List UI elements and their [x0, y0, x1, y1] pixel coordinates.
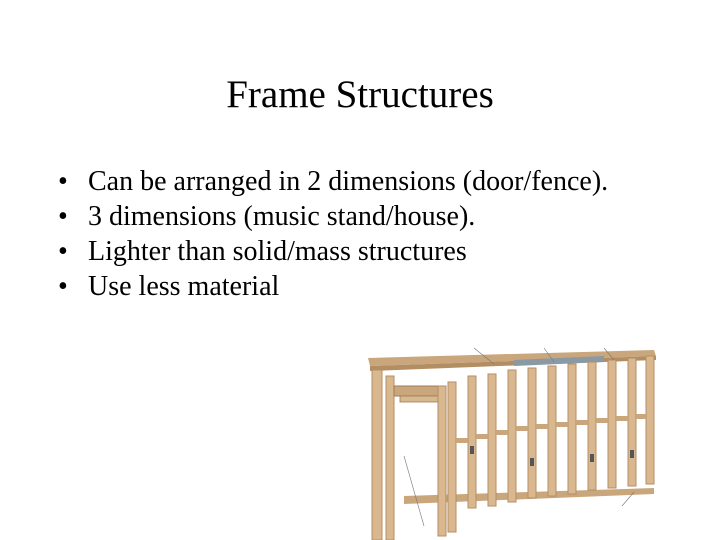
bullet-marker: •: [58, 166, 68, 197]
bullet-item: • Lighter than solid/mass structures: [58, 234, 698, 269]
bullet-item: • Use less material: [58, 269, 698, 304]
bullet-text: Use less material: [88, 271, 280, 302]
bullet-marker: •: [58, 236, 68, 267]
bullet-text: Lighter than solid/mass structures: [88, 236, 467, 267]
bullet-text: 3 dimensions (music stand/house).: [88, 201, 476, 232]
bullet-item: • Can be arranged in 2 dimensions (door/…: [58, 164, 698, 199]
wall-framing-diagram-icon: [364, 346, 660, 540]
slide-title: Frame Structures: [226, 73, 494, 116]
bullet-marker: •: [58, 271, 68, 302]
bullet-text: Can be arranged in 2 dimensions (door/fe…: [88, 166, 609, 197]
bullet-item: • 3 dimensions (music stand/house).: [58, 199, 698, 234]
bullet-list: • Can be arranged in 2 dimensions (door/…: [58, 164, 698, 304]
bullet-marker: •: [58, 201, 68, 232]
